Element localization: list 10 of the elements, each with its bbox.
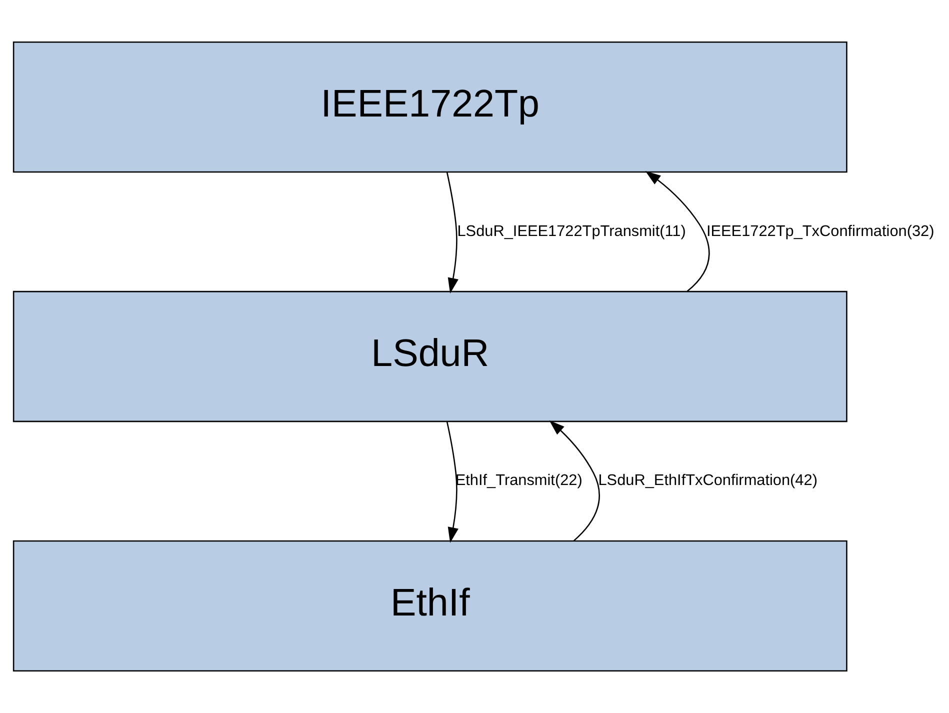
arrow xyxy=(549,420,600,542)
edge-label: LSduR_EthIfTxConfirmation(42) xyxy=(598,472,818,490)
arrow xyxy=(645,170,710,292)
arrow xyxy=(446,172,458,294)
node-box: EthIf xyxy=(12,540,848,672)
edge-label: LSduR_IEEE1722TpTransmit(11) xyxy=(457,222,686,240)
arrow xyxy=(446,422,458,543)
edge-label: IEEE1722Tp_TxConfirmation(32) xyxy=(706,222,934,240)
node-box: IEEE1722Tp xyxy=(12,42,848,173)
node-box: LSduR xyxy=(12,290,848,422)
